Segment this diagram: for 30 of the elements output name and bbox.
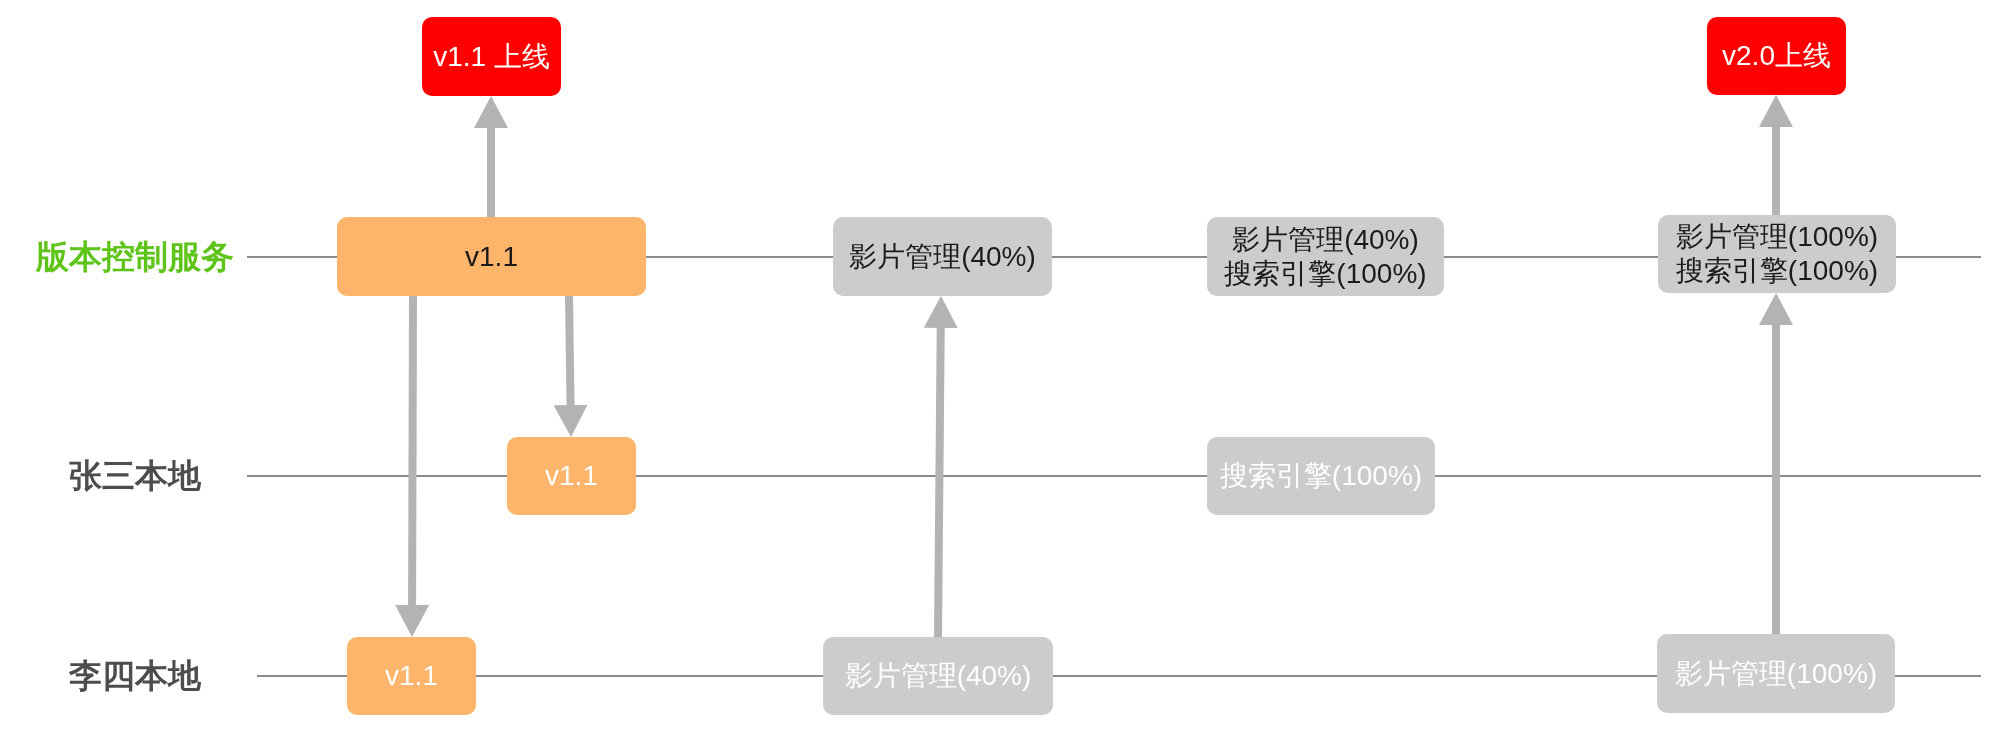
module-status-text: 搜索引擎(100%) <box>1675 254 1879 288</box>
lane-label: 版本控制服务 <box>36 237 234 277</box>
release-text: v1.1 上线 <box>433 39 550 74</box>
lane-label: 李四本地 <box>69 656 201 696</box>
version-text: v1.1 <box>385 659 438 693</box>
module-status-box <box>833 217 1052 296</box>
module-status-text: 影片管理(100%) <box>1675 220 1879 254</box>
module-status-box <box>1207 437 1435 515</box>
arrow <box>1759 95 1793 215</box>
arrow <box>1759 293 1793 634</box>
arrow <box>923 295 958 638</box>
module-status-text: 搜索引擎(100%) <box>1224 256 1427 291</box>
version-text: v1.1 <box>545 459 598 493</box>
version-box <box>347 637 476 715</box>
release-text: v2.0上线 <box>1722 39 1831 73</box>
release-box <box>422 17 561 96</box>
version-text: v1.1 <box>465 239 518 274</box>
module-status-box <box>1658 215 1896 293</box>
version-box <box>337 217 646 296</box>
lane-label: 张三本地 <box>69 456 201 496</box>
arrow <box>474 96 508 217</box>
arrow <box>553 295 588 438</box>
module-status-box <box>1207 217 1444 296</box>
release-box <box>1707 17 1846 95</box>
arrow <box>395 296 430 637</box>
module-status-box <box>1657 634 1895 713</box>
module-status-text: 影片管理(40%) <box>1232 222 1419 257</box>
module-status-text: 影片管理(40%) <box>849 239 1036 274</box>
version-box <box>507 437 636 515</box>
module-status-box <box>823 637 1053 715</box>
